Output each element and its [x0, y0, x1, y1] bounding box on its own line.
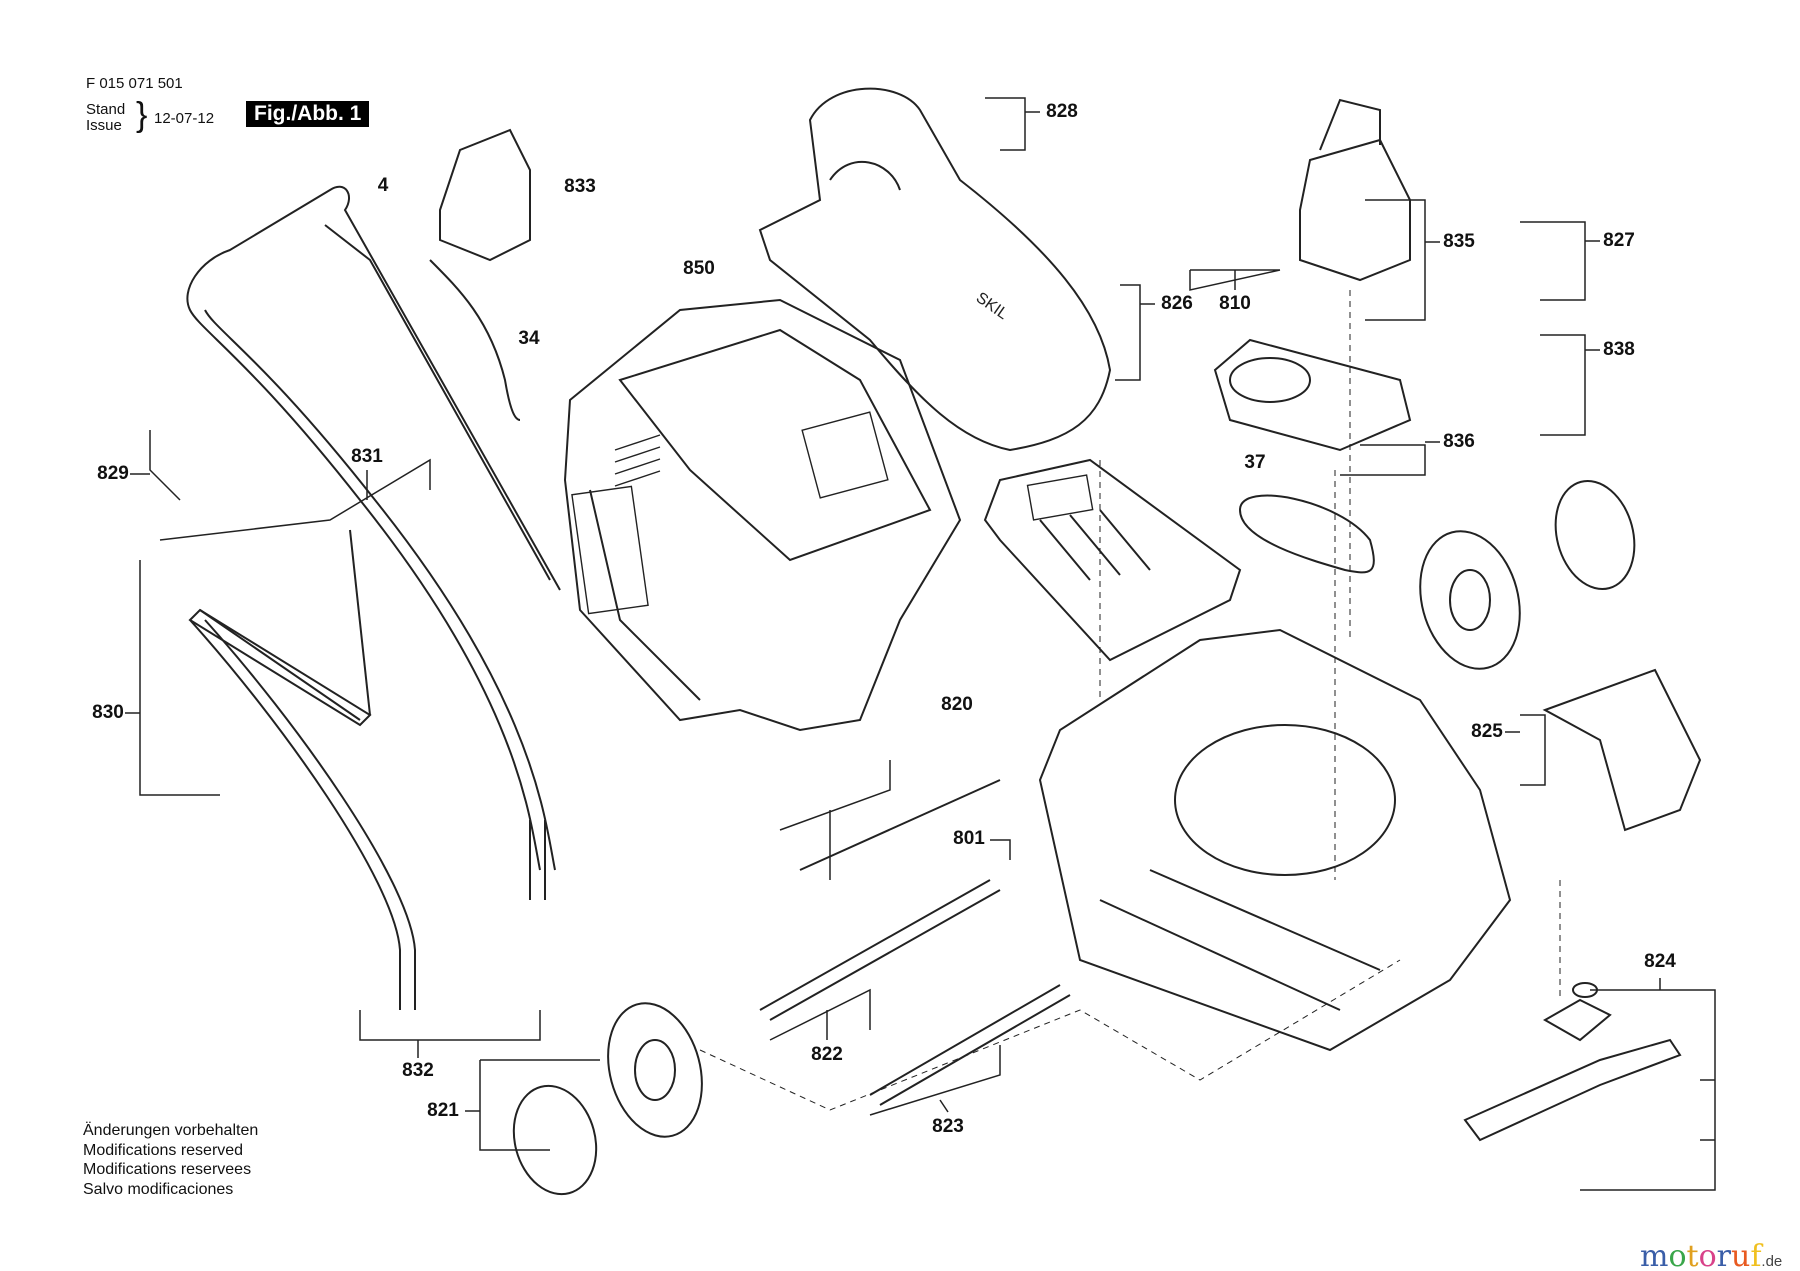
note-line: Modifications reserved	[83, 1141, 244, 1159]
callout-835: 835	[1443, 231, 1475, 252]
rear-flap	[1542, 668, 1702, 832]
note-line: Änderungen vorbehalten	[83, 1122, 259, 1139]
leader-lines	[125, 97, 1716, 1191]
drive-belt	[1238, 494, 1375, 574]
callout-823: 823	[932, 1116, 964, 1137]
callout-826: 826	[1161, 293, 1193, 314]
callout-827: 827	[1603, 230, 1635, 251]
callout-831: 831	[351, 446, 383, 467]
callout-824: 824	[1644, 951, 1676, 972]
watermark-letter: o	[1668, 1239, 1687, 1271]
watermark-suffix: .de	[1761, 1253, 1783, 1270]
motor-mount	[1213, 338, 1412, 452]
note-line: Modifications reservees	[83, 1161, 252, 1178]
cable-clamp	[439, 128, 531, 262]
callout-832: 832	[402, 1060, 434, 1081]
grass-catcher	[563, 298, 962, 732]
watermark-letter: o	[1698, 1239, 1717, 1271]
switch-cover	[983, 458, 1242, 662]
wheels	[512, 479, 1636, 1196]
stand-label: Stand	[86, 101, 126, 118]
document-number: F 015 071 501	[86, 75, 183, 92]
motor-cover: SKIL	[758, 87, 1112, 452]
watermark-letter: r	[1716, 1239, 1731, 1271]
callout-37: 37	[1244, 452, 1266, 473]
callout-833: 833	[564, 176, 596, 197]
watermark-letter: f	[1750, 1239, 1762, 1271]
blade	[1463, 982, 1682, 1142]
issue-date: 12-07-12	[154, 110, 215, 127]
stand-issue-label: Stand Issue	[86, 102, 125, 134]
callout-810: 810	[1219, 293, 1251, 314]
callout-828: 828	[1046, 101, 1078, 122]
motor	[1299, 98, 1411, 282]
watermark-letter: m	[1640, 1239, 1669, 1271]
callout-34: 34	[518, 328, 540, 349]
issue-label: Issue	[86, 117, 122, 134]
axles	[759, 779, 1071, 1106]
note-line: Salvo modificaciones	[83, 1180, 234, 1198]
modification-notes: Änderungen vorbehalten Modifications res…	[83, 1121, 258, 1199]
mower-deck	[1038, 628, 1512, 1052]
callout-829: 829	[97, 463, 129, 484]
watermark-logo: motoruf.de	[1640, 1242, 1782, 1271]
callout-822: 822	[811, 1044, 843, 1065]
handle-bar	[186, 185, 561, 1010]
callout-801: 801	[953, 828, 985, 849]
watermark-letter: t	[1686, 1239, 1699, 1271]
callout-850: 850	[683, 258, 715, 279]
callout-820: 820	[941, 694, 973, 715]
watermark-letter: u	[1730, 1239, 1751, 1271]
brace-mark: }	[136, 96, 148, 134]
callout-830: 830	[92, 702, 124, 723]
figure-label: Fig./Abb. 1	[246, 101, 370, 127]
callout-4: 4	[377, 175, 389, 196]
callout-836: 836	[1443, 431, 1475, 452]
svg-text:SKIL: SKIL	[973, 289, 1011, 323]
callout-821: 821	[427, 1100, 459, 1121]
cable	[429, 259, 521, 421]
callout-825: 825	[1471, 721, 1503, 742]
callout-838: 838	[1603, 339, 1635, 360]
